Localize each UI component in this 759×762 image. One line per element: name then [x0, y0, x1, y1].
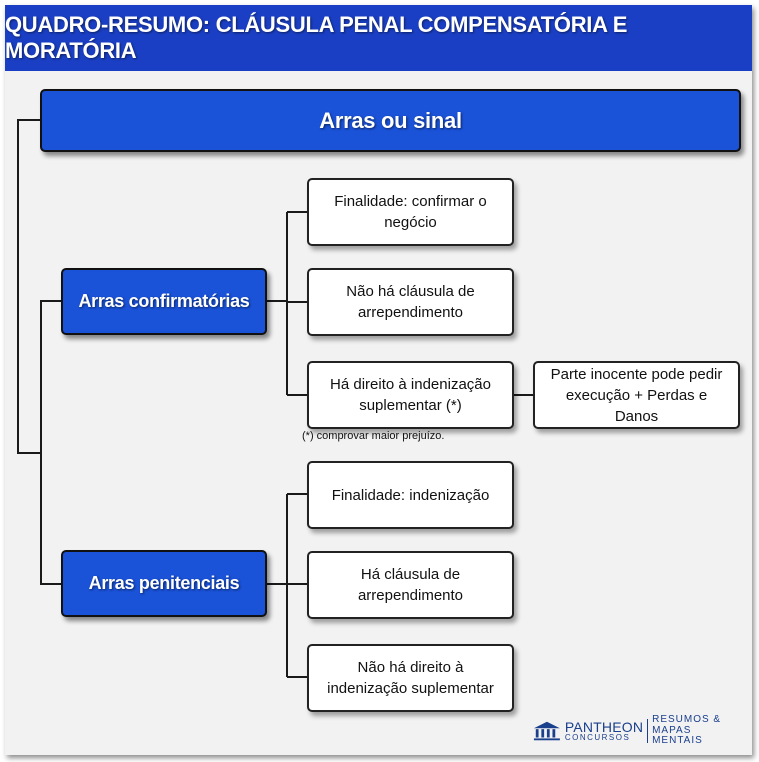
logo-tag-line2: MAPAS MENTAIS [652, 724, 703, 747]
arras-confirmatorias-label: Arras confirmatórias [78, 291, 250, 311]
main-title: Arras ou sinal [319, 107, 462, 133]
logo-brand: PANTHEON [564, 719, 644, 735]
logo-tag-line1: RESUMOS & [652, 714, 722, 726]
item-text: Há cláusula de arrependimento [357, 566, 464, 604]
temple-icon [533, 721, 560, 741]
penitenciais-item-3: Não há direito à indenização suplementar [307, 644, 514, 712]
item-text: Finalidade: confirmar o negócio [334, 193, 487, 231]
item-text: Parte inocente pode pedir execução + Per… [550, 365, 723, 425]
footnote: (*) comprovar maior prejuízo. [302, 430, 445, 442]
arras-confirmatorias-box: Arras confirmatórias [61, 268, 267, 335]
item-text: Não há cláusula de arrependimento [346, 283, 475, 321]
arras-penitenciais-box: Arras penitenciais [61, 550, 267, 617]
confirmatorias-extra: Parte inocente pode pedir execução + Per… [533, 361, 740, 429]
item-text: Finalidade: indenização [331, 486, 490, 504]
logo-divider [647, 719, 649, 743]
item-text: Não há direito à indenização suplementar [327, 659, 494, 697]
confirmatorias-item-2: Não há cláusula de arrependimento [307, 268, 514, 336]
main-title-box: Arras ou sinal [40, 89, 741, 152]
confirmatorias-item-3: Há direito à indenização suplementar (*) [307, 361, 514, 429]
pantheon-logo: PANTHEON CONCURSOS RESUMOS & MAPAS MENTA… [533, 714, 739, 747]
logo-sub: CONCURSOS [564, 733, 631, 742]
page-title: QUADRO-RESUMO: CLÁUSULA PENAL COMPENSATÓ… [5, 5, 752, 71]
item-text: Há direito à indenização suplementar (*) [330, 376, 491, 414]
confirmatorias-item-1: Finalidade: confirmar o negócio [307, 178, 514, 246]
penitenciais-item-2: Há cláusula de arrependimento [307, 551, 514, 619]
penitenciais-item-1: Finalidade: indenização [307, 461, 514, 529]
arras-penitenciais-label: Arras penitenciais [88, 573, 240, 593]
